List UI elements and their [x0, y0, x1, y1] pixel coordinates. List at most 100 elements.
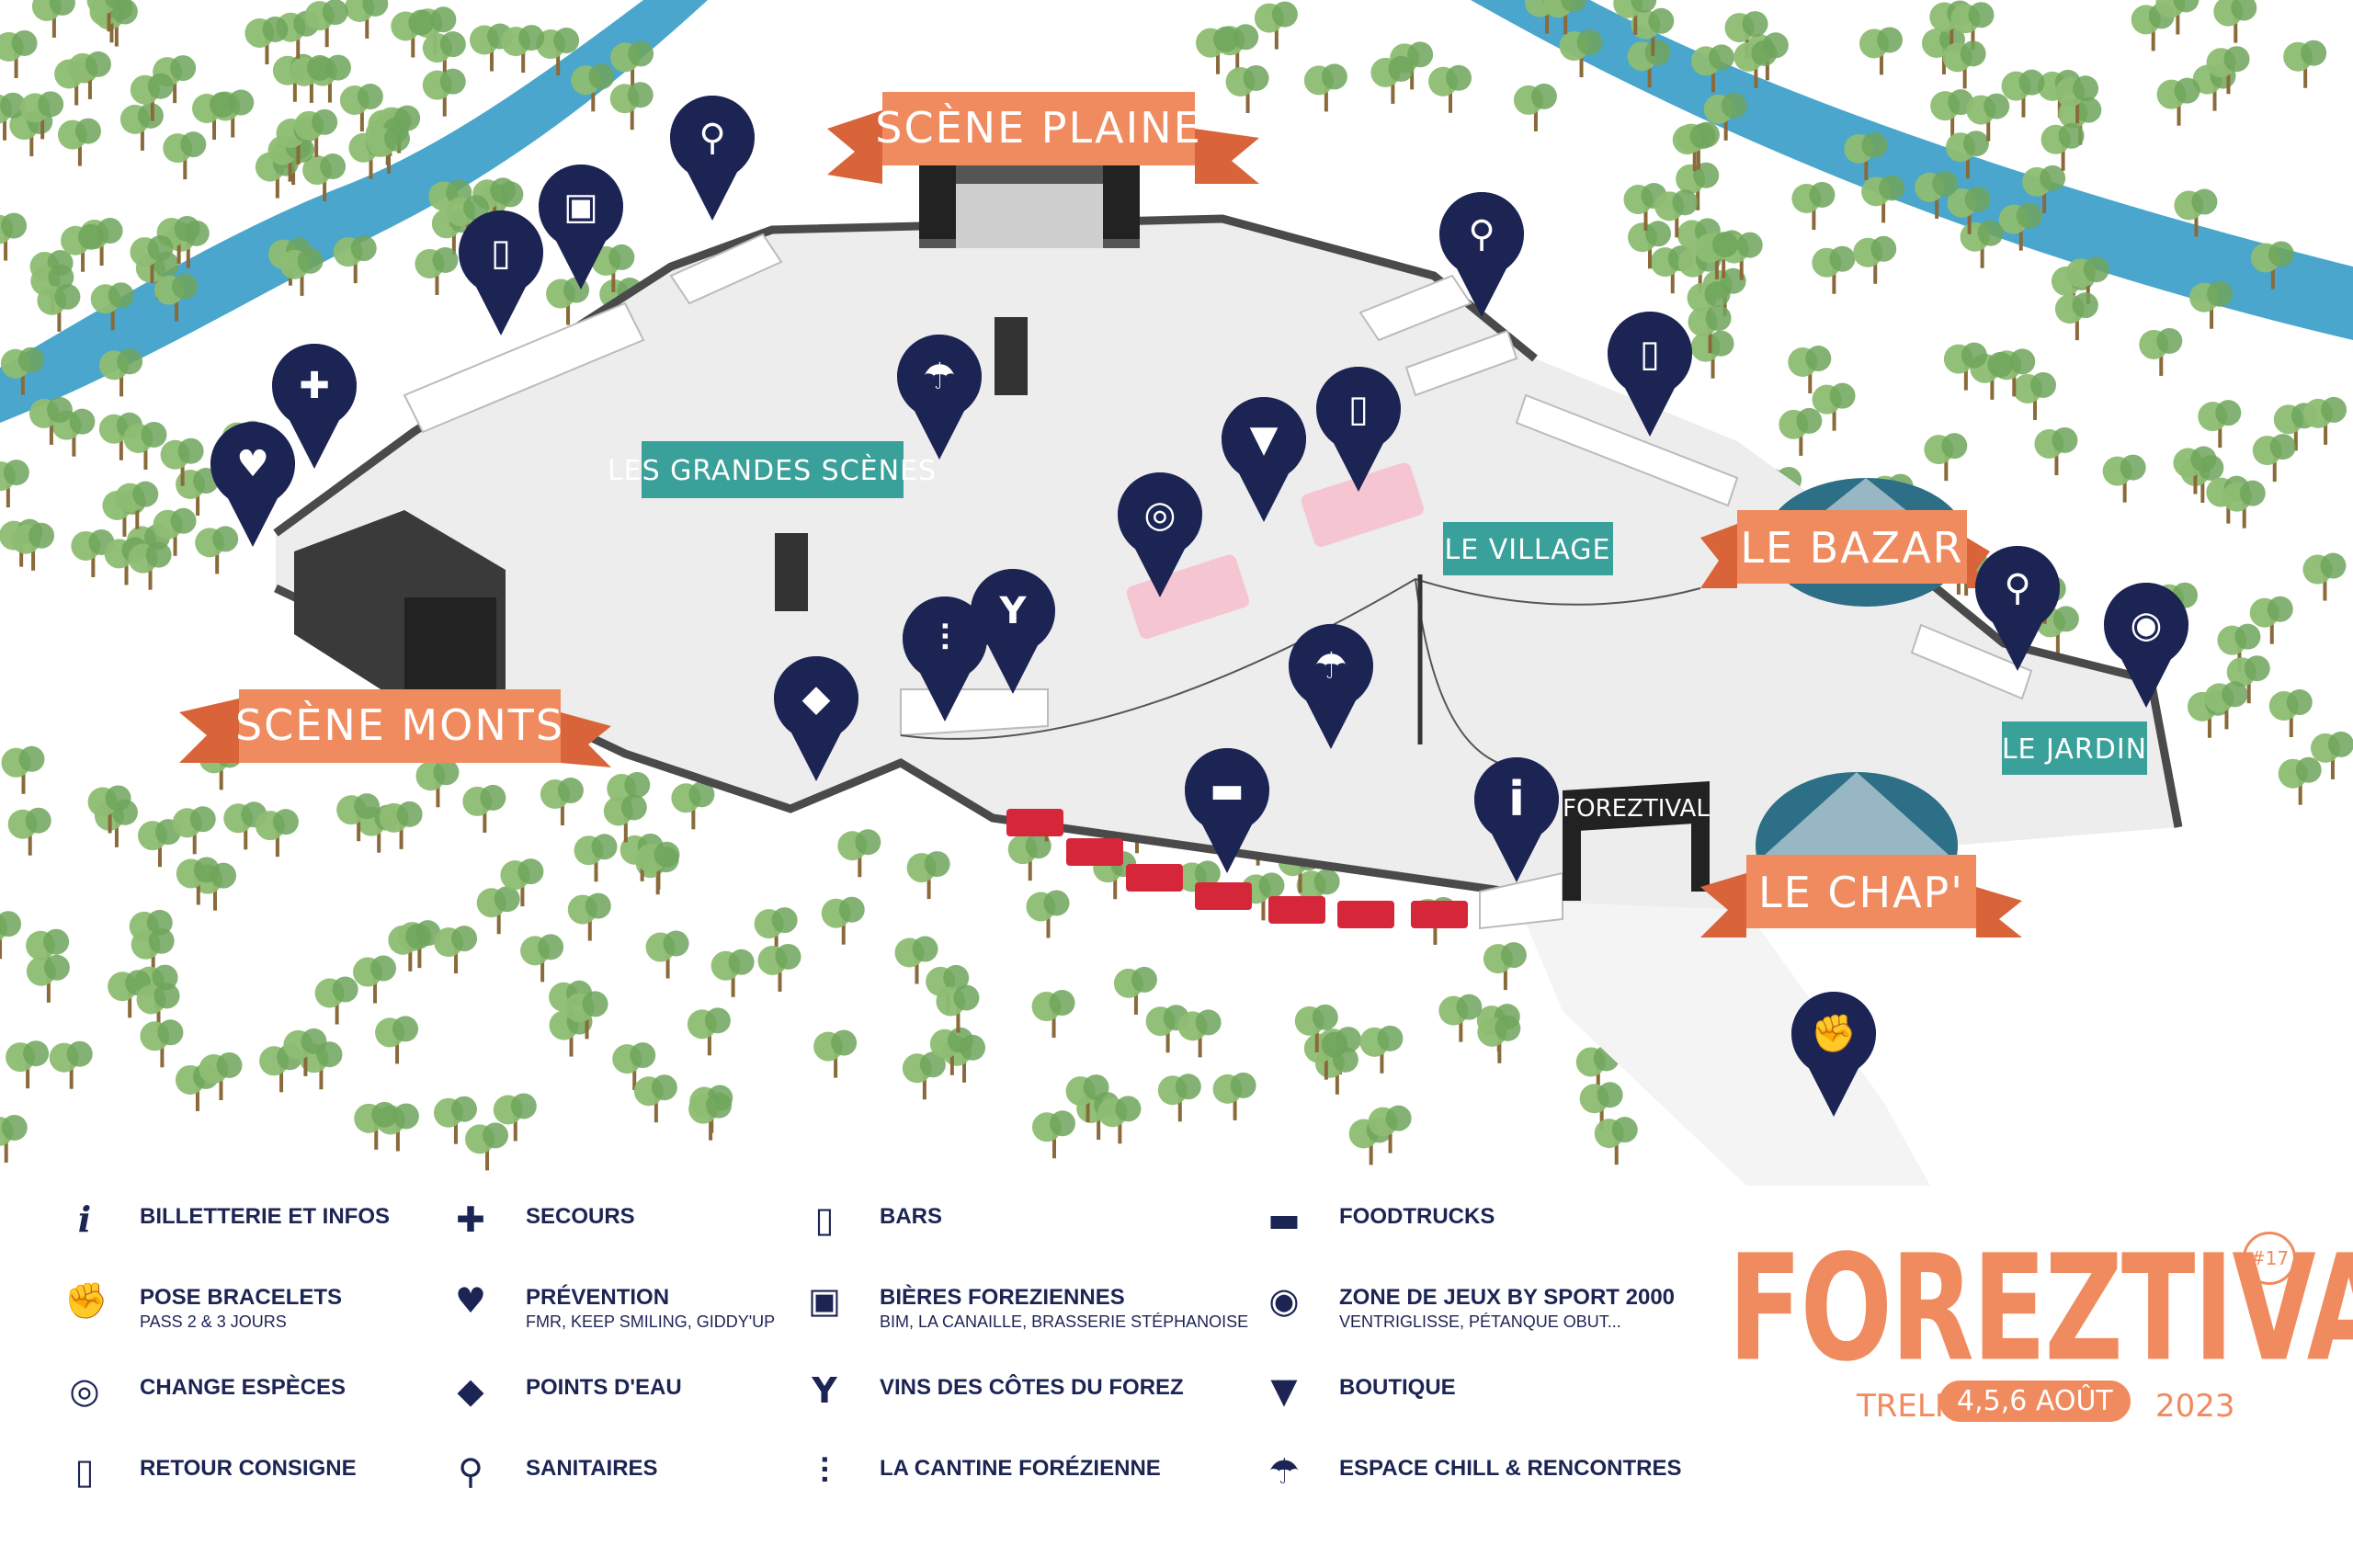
- tree: [1007, 833, 1051, 881]
- cup-icon: ▯: [1348, 388, 1369, 430]
- tree: [1294, 1004, 1338, 1052]
- umbrella-icon: ☂: [1267, 1451, 1301, 1492]
- tree: [128, 541, 172, 590]
- tree: [0, 92, 27, 141]
- map-pin-wine-glass[interactable]: Y: [971, 569, 1055, 694]
- tree: [1254, 1, 1298, 50]
- tree: [67, 51, 111, 99]
- tree: [354, 1101, 398, 1150]
- tree: [345, 0, 389, 39]
- logo-dates: 4,5,6 AOÛT: [1939, 1381, 2131, 1422]
- scene-monts-structure: [294, 510, 506, 699]
- tree: [1945, 131, 1989, 179]
- legend-label: ZONE DE JEUX BY SPORT 2000: [1339, 1285, 1676, 1310]
- tree: [1483, 942, 1527, 991]
- beer-mug-icon: ▣: [563, 186, 598, 228]
- tree: [61, 223, 105, 272]
- zone-label-grandes-scenes: LES GRANDES SCÈNES: [608, 441, 936, 498]
- map-pin-truck[interactable]: ▬: [1185, 748, 1269, 873]
- festival-logo: FOREZTIVAL #17 TRELINS 4,5,6 AOÛT 2023: [1728, 1222, 2353, 1498]
- tree: [609, 82, 654, 131]
- tree: [1628, 221, 1672, 269]
- map-pin-first-aid[interactable]: ✚: [272, 344, 357, 469]
- tree: [2226, 655, 2270, 704]
- legend-item: ▯RETOUR CONSIGNE: [64, 1449, 496, 1522]
- tree: [375, 1016, 419, 1064]
- tree: [304, 0, 348, 48]
- map-pin-umbrella[interactable]: ☂: [1288, 623, 1374, 749]
- legend-item: ⚲SANITAIRES: [450, 1449, 882, 1522]
- map-pin-toilets[interactable]: ⚲: [1439, 192, 1524, 317]
- legend-sublabel: VENTRIGLISSE, PÉTANQUE OBUT...: [1339, 1312, 1621, 1331]
- legend-sublabel: BIM, LA CANAILLE, BRASSERIE STÉPHANOISE: [880, 1312, 1249, 1331]
- tree: [837, 829, 881, 878]
- tree: [163, 131, 207, 180]
- trees-layer: [0, 0, 2353, 1171]
- legend-item: ▬FOODTRUCKS: [1264, 1197, 1696, 1270]
- tree: [2222, 480, 2266, 528]
- tree: [636, 841, 680, 890]
- tree: [1, 745, 45, 794]
- map-pin-beer-mug[interactable]: ▣: [539, 165, 623, 290]
- tree: [6, 1040, 50, 1089]
- map-pin-toilets[interactable]: ⚲: [670, 96, 755, 221]
- tree: [462, 784, 506, 833]
- truck-icon: ▬: [1267, 1199, 1301, 1240]
- tree: [192, 91, 236, 140]
- map-pin-water-drop[interactable]: ◆: [774, 656, 858, 781]
- soccer-ball-icon: ◉: [2131, 604, 2163, 646]
- tree: [1368, 1105, 1412, 1153]
- water-drop-icon: ◆: [802, 677, 831, 720]
- legend-item: ◎CHANGE ESPÈCES: [64, 1368, 496, 1441]
- tree: [28, 396, 73, 445]
- tree: [1631, 7, 1675, 56]
- tree: [1026, 890, 1070, 938]
- tree: [1613, 0, 1657, 35]
- legend-label: CHANGE ESPÈCES: [140, 1375, 347, 1400]
- tree: [1303, 1031, 1347, 1080]
- tree: [906, 851, 950, 900]
- map-pin-heart[interactable]: ♥: [210, 422, 295, 547]
- map-pin-cup[interactable]: ▯: [1608, 312, 1692, 437]
- tree: [1733, 40, 1778, 88]
- heart-icon: ♥: [454, 1280, 487, 1321]
- tree: [1690, 44, 1734, 93]
- fork-knife-icon: ⫶: [820, 1451, 829, 1492]
- tree: [86, 0, 131, 32]
- map-pin-coins[interactable]: ◎: [1118, 472, 1202, 597]
- tree: [1177, 1009, 1222, 1058]
- tree: [433, 1096, 477, 1144]
- map-pin-tshirt[interactable]: ▼: [1222, 397, 1306, 522]
- map-pins: ⚲▣▯✚♥☂▼▯◎⚲▯⫶Y◆☂▬i⚲◉✊: [210, 96, 2188, 1117]
- legend-label: BOUTIQUE: [1339, 1375, 1456, 1400]
- tree: [333, 235, 377, 284]
- tree: [90, 282, 134, 331]
- map-pin-soccer-ball[interactable]: ◉: [2104, 583, 2188, 708]
- map-pin-cup[interactable]: ▯: [1316, 367, 1401, 492]
- tree: [2174, 188, 2218, 237]
- map-pin-cup[interactable]: ▯: [459, 210, 543, 335]
- map-pin-umbrella[interactable]: ☂: [897, 335, 982, 460]
- tree: [2155, 0, 2200, 35]
- map-pin-wristband[interactable]: ✊: [1791, 992, 1876, 1117]
- tree: [1924, 433, 1968, 482]
- map-pin-fork-knife[interactable]: ⫶: [903, 597, 987, 722]
- legend-label: POINTS D'EAU: [526, 1375, 682, 1400]
- tree: [391, 9, 435, 58]
- tree: [422, 68, 466, 117]
- tree: [2278, 756, 2322, 805]
- map-pin-toilets[interactable]: ⚲: [1975, 546, 2060, 671]
- map-pin-info[interactable]: i: [1474, 757, 1559, 882]
- tree: [894, 936, 938, 984]
- tree: [2252, 434, 2296, 483]
- tree: [99, 348, 143, 397]
- tree: [2173, 446, 2217, 494]
- tree: [2013, 371, 2057, 420]
- svg-text:LE VILLAGE: LE VILLAGE: [1445, 534, 1611, 566]
- banner-le-bazar: LE BAZAR: [1700, 510, 1990, 588]
- legend-label: BILLETTERIE ET INFOS: [140, 1204, 391, 1229]
- tree: [2250, 241, 2294, 290]
